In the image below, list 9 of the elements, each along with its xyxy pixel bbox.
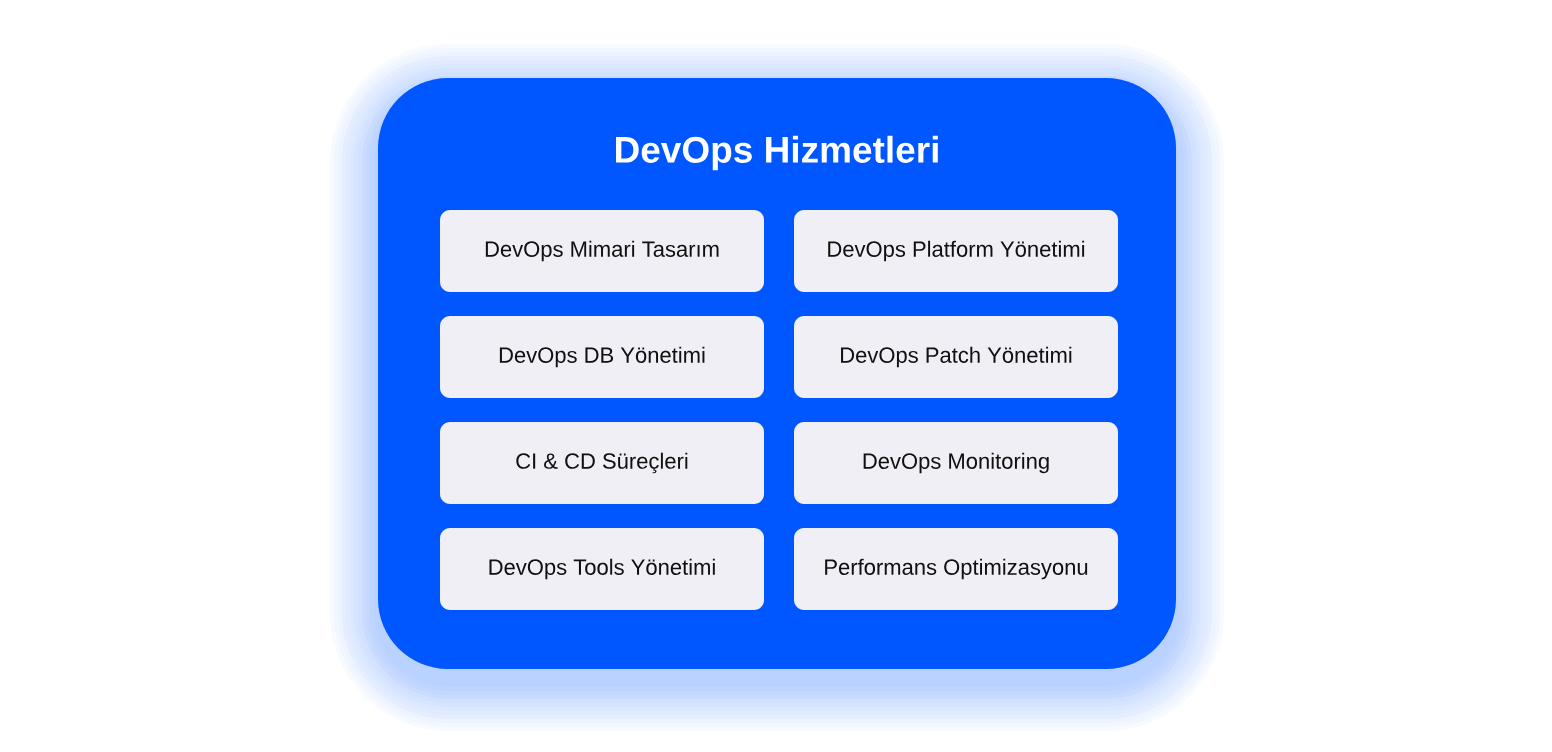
service-box: DevOps Platform Yönetimi	[794, 210, 1118, 292]
service-box: DevOps Tools Yönetimi	[440, 528, 764, 610]
service-box: DevOps Monitoring	[794, 422, 1118, 504]
service-box: Performans Optimizasyonu	[794, 528, 1118, 610]
service-box: CI & CD Süreçleri	[440, 422, 764, 504]
service-box: DevOps DB Yönetimi	[440, 316, 764, 398]
service-box: DevOps Mimari Tasarım	[440, 210, 764, 292]
service-box: DevOps Patch Yönetimi	[794, 316, 1118, 398]
panel-heading: DevOps Hizmetleri	[616, 135, 938, 171]
